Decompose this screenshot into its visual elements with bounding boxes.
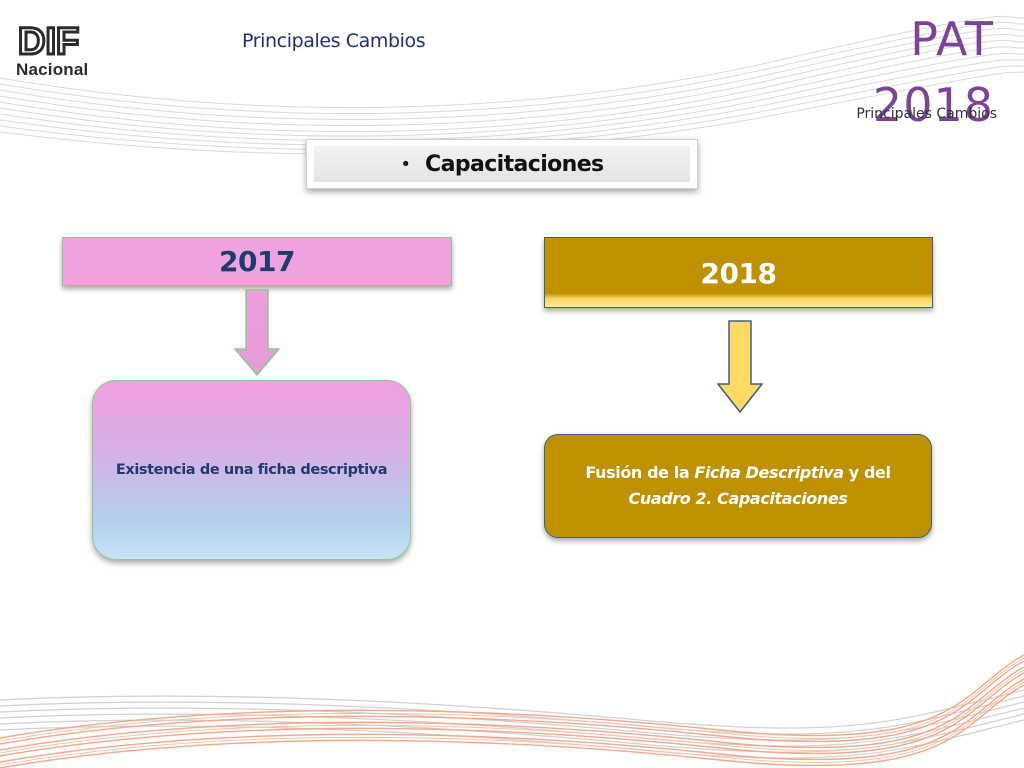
bullet-icon: • <box>400 153 412 175</box>
year-2018-label: 2018 <box>700 257 777 290</box>
description-2018-part1: Fusión de la <box>585 463 695 482</box>
svg-text:DIF: DIF <box>18 22 79 58</box>
pat-title-line2: 2018 <box>872 78 994 132</box>
description-2018-part2: Ficha Descriptiva <box>694 463 844 482</box>
year-2017-label: 2017 <box>219 245 295 278</box>
pat-subtitle: Principales Cambios <box>856 106 997 122</box>
description-2017-box: Existencia de una ficha descriptiva <box>92 380 411 560</box>
page-title: Principales Cambios <box>242 30 426 52</box>
year-2017-header: 2017 <box>62 237 452 286</box>
topic-banner-inner: • Capacitaciones <box>314 146 690 182</box>
down-arrow-icon <box>717 320 763 414</box>
dif-nacional-logo: DIF Nacional <box>16 22 100 84</box>
topic-label: Capacitaciones <box>425 151 604 177</box>
description-2018-part4: Cuadro 2. Capacitaciones <box>628 489 848 508</box>
down-arrow-icon <box>234 289 280 377</box>
description-2017: Existencia de una ficha descriptiva <box>115 462 388 478</box>
description-2018-part3: y del <box>843 463 891 482</box>
description-2018: Fusión de la Ficha Descriptiva y del Cua… <box>585 460 891 512</box>
pat-title: PAT 2018 <box>834 6 994 138</box>
description-2018-box: Fusión de la Ficha Descriptiva y del Cua… <box>544 434 932 538</box>
year-2018-header: 2018 <box>544 237 933 308</box>
dif-logo-icon: DIF <box>17 22 81 58</box>
topic-banner: • Capacitaciones <box>306 139 698 189</box>
pat-title-line1: PAT <box>910 12 994 66</box>
logo-subtitle: Nacional <box>16 60 89 79</box>
